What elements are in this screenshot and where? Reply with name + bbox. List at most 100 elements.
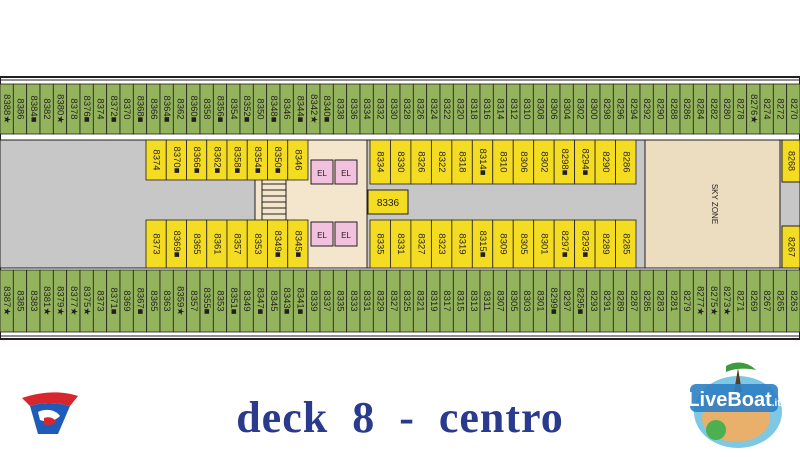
cabin-number: 8336 [348, 98, 359, 119]
elevator-label-2: EL [341, 169, 351, 178]
cabin-number: 8280 [721, 98, 732, 119]
cabin-number: 8315 [454, 290, 465, 311]
cabin-number: 8385 [14, 290, 25, 311]
cabin-number: 8286 [681, 98, 692, 119]
cabin-number: 8275★ [708, 286, 719, 316]
cabin-number: 8318 [468, 98, 479, 119]
cabin-number: 8278 [734, 98, 745, 119]
cabin-number: 8263 [788, 290, 799, 311]
cabin-number: 8377★ [68, 286, 79, 316]
cabin-number: 8284 [694, 98, 705, 119]
cabin-number: 8362 [174, 98, 185, 119]
cabin-number: 8294 [628, 98, 639, 119]
cabin-number: 8382 [41, 98, 52, 119]
cabin-number: 8334 [361, 98, 372, 119]
cabin-number: 8310 [497, 151, 508, 172]
cabin-number: 8350 [254, 98, 265, 119]
cabin-number: 8274 [761, 98, 772, 119]
cabin-number: 8345■ [292, 231, 303, 258]
cabin-number: 8324 [428, 98, 439, 119]
cabin-number: 8387★ [1, 286, 12, 316]
cabin-8336 [367, 189, 409, 215]
cabin-number: 8333 [348, 290, 359, 311]
cabin-number: 8346 [281, 98, 292, 119]
cabin-number: 8356■ [214, 96, 225, 123]
cabin-number: 8330 [388, 98, 399, 119]
elevator-label-4: EL [341, 231, 351, 240]
cabin-number: 8355■ [201, 288, 212, 315]
cabin-number: 8367■ [134, 288, 145, 315]
cabin-number: 8302 [538, 151, 549, 172]
cabin-number: 8315■ [477, 231, 488, 258]
elevator-label-3: EL [317, 231, 327, 240]
cabin-number: 8373 [94, 290, 105, 311]
cabin-8267-label: 8267 [787, 237, 797, 257]
cabin-number: 8282 [708, 98, 719, 119]
cabin-number: 8327 [388, 290, 399, 311]
cabin-number: 8370■ [171, 147, 182, 174]
cabin-number: 8353 [214, 290, 225, 311]
cabin-number: 8269 [748, 290, 759, 311]
cabin-number: 8303 [521, 290, 532, 311]
cabin-number: 8335 [375, 233, 386, 254]
cabin-number: 8335 [334, 290, 345, 311]
cabin-number: 8352■ [241, 96, 252, 123]
cabin-number: 8366■ [191, 147, 202, 174]
cabin-number: 8279 [681, 290, 692, 311]
cabin-number: 8302 [574, 98, 585, 119]
cabin-number: 8322 [441, 98, 452, 119]
cabin-number: 8365 [191, 233, 202, 254]
cabin-number: 8319 [457, 233, 468, 254]
cabin-number: 8320 [454, 98, 465, 119]
cabin-number: 8341■ [294, 288, 305, 315]
cabin-number: 8349 [241, 290, 252, 311]
cabin-number: 8359★ [174, 286, 185, 316]
cabin-number: 8337 [321, 290, 332, 311]
cabin-number: 8308 [534, 98, 545, 119]
cabin-number: 8285 [641, 290, 652, 311]
cabin-number: 8298■ [559, 149, 570, 176]
cabin-number: 8314■ [477, 149, 488, 176]
cabin-number: 8294■ [579, 149, 590, 176]
cabin-number: 8368■ [134, 96, 145, 123]
elevators-bottom: EL EL [310, 221, 358, 247]
cabin-number: 8301 [538, 233, 549, 254]
cabin-number: 8326 [414, 98, 425, 119]
cabin-number: 8372■ [108, 96, 119, 123]
cabin-number: 8381★ [41, 286, 52, 316]
cabin-8268 [781, 139, 800, 183]
cabin-number: 8362■ [211, 147, 222, 174]
cabin-number: 8276★ [748, 94, 759, 124]
cabin-number: 8344■ [294, 96, 305, 123]
cabin-number: 8305 [508, 290, 519, 311]
cabin-number: 8288 [668, 98, 679, 119]
cabin-number: 8378 [68, 98, 79, 119]
cabin-number: 8298 [601, 98, 612, 119]
cabin-number: 8299■ [548, 288, 559, 315]
cabin-number: 8304 [561, 98, 572, 119]
cabin-number: 8318 [457, 151, 468, 172]
cabin-number: 8386 [14, 98, 25, 119]
cabin-number: 8331 [361, 290, 372, 311]
cabin-number: 8290 [600, 151, 611, 172]
cabin-number: 8289 [614, 290, 625, 311]
cabin-number: 8307 [494, 290, 505, 311]
cabin-number: 8330 [395, 151, 406, 172]
cabin-number: 8267 [761, 290, 772, 311]
cabin-number: 8310 [521, 98, 532, 119]
cabin-number: 8316 [481, 98, 492, 119]
cabin-number: 8285 [620, 233, 631, 254]
cabin-cell [287, 219, 309, 269]
cabin-number: 8293■ [579, 231, 590, 258]
cabin-number: 8305 [518, 233, 529, 254]
cabin-number: 8286 [620, 151, 631, 172]
cabin-number: 8374 [94, 98, 105, 119]
cabin-number: 8291 [601, 290, 612, 311]
cabin-number: 8265 [774, 290, 785, 311]
cabin-number: 8326 [416, 151, 427, 172]
cabin-number: 8290 [654, 98, 665, 119]
